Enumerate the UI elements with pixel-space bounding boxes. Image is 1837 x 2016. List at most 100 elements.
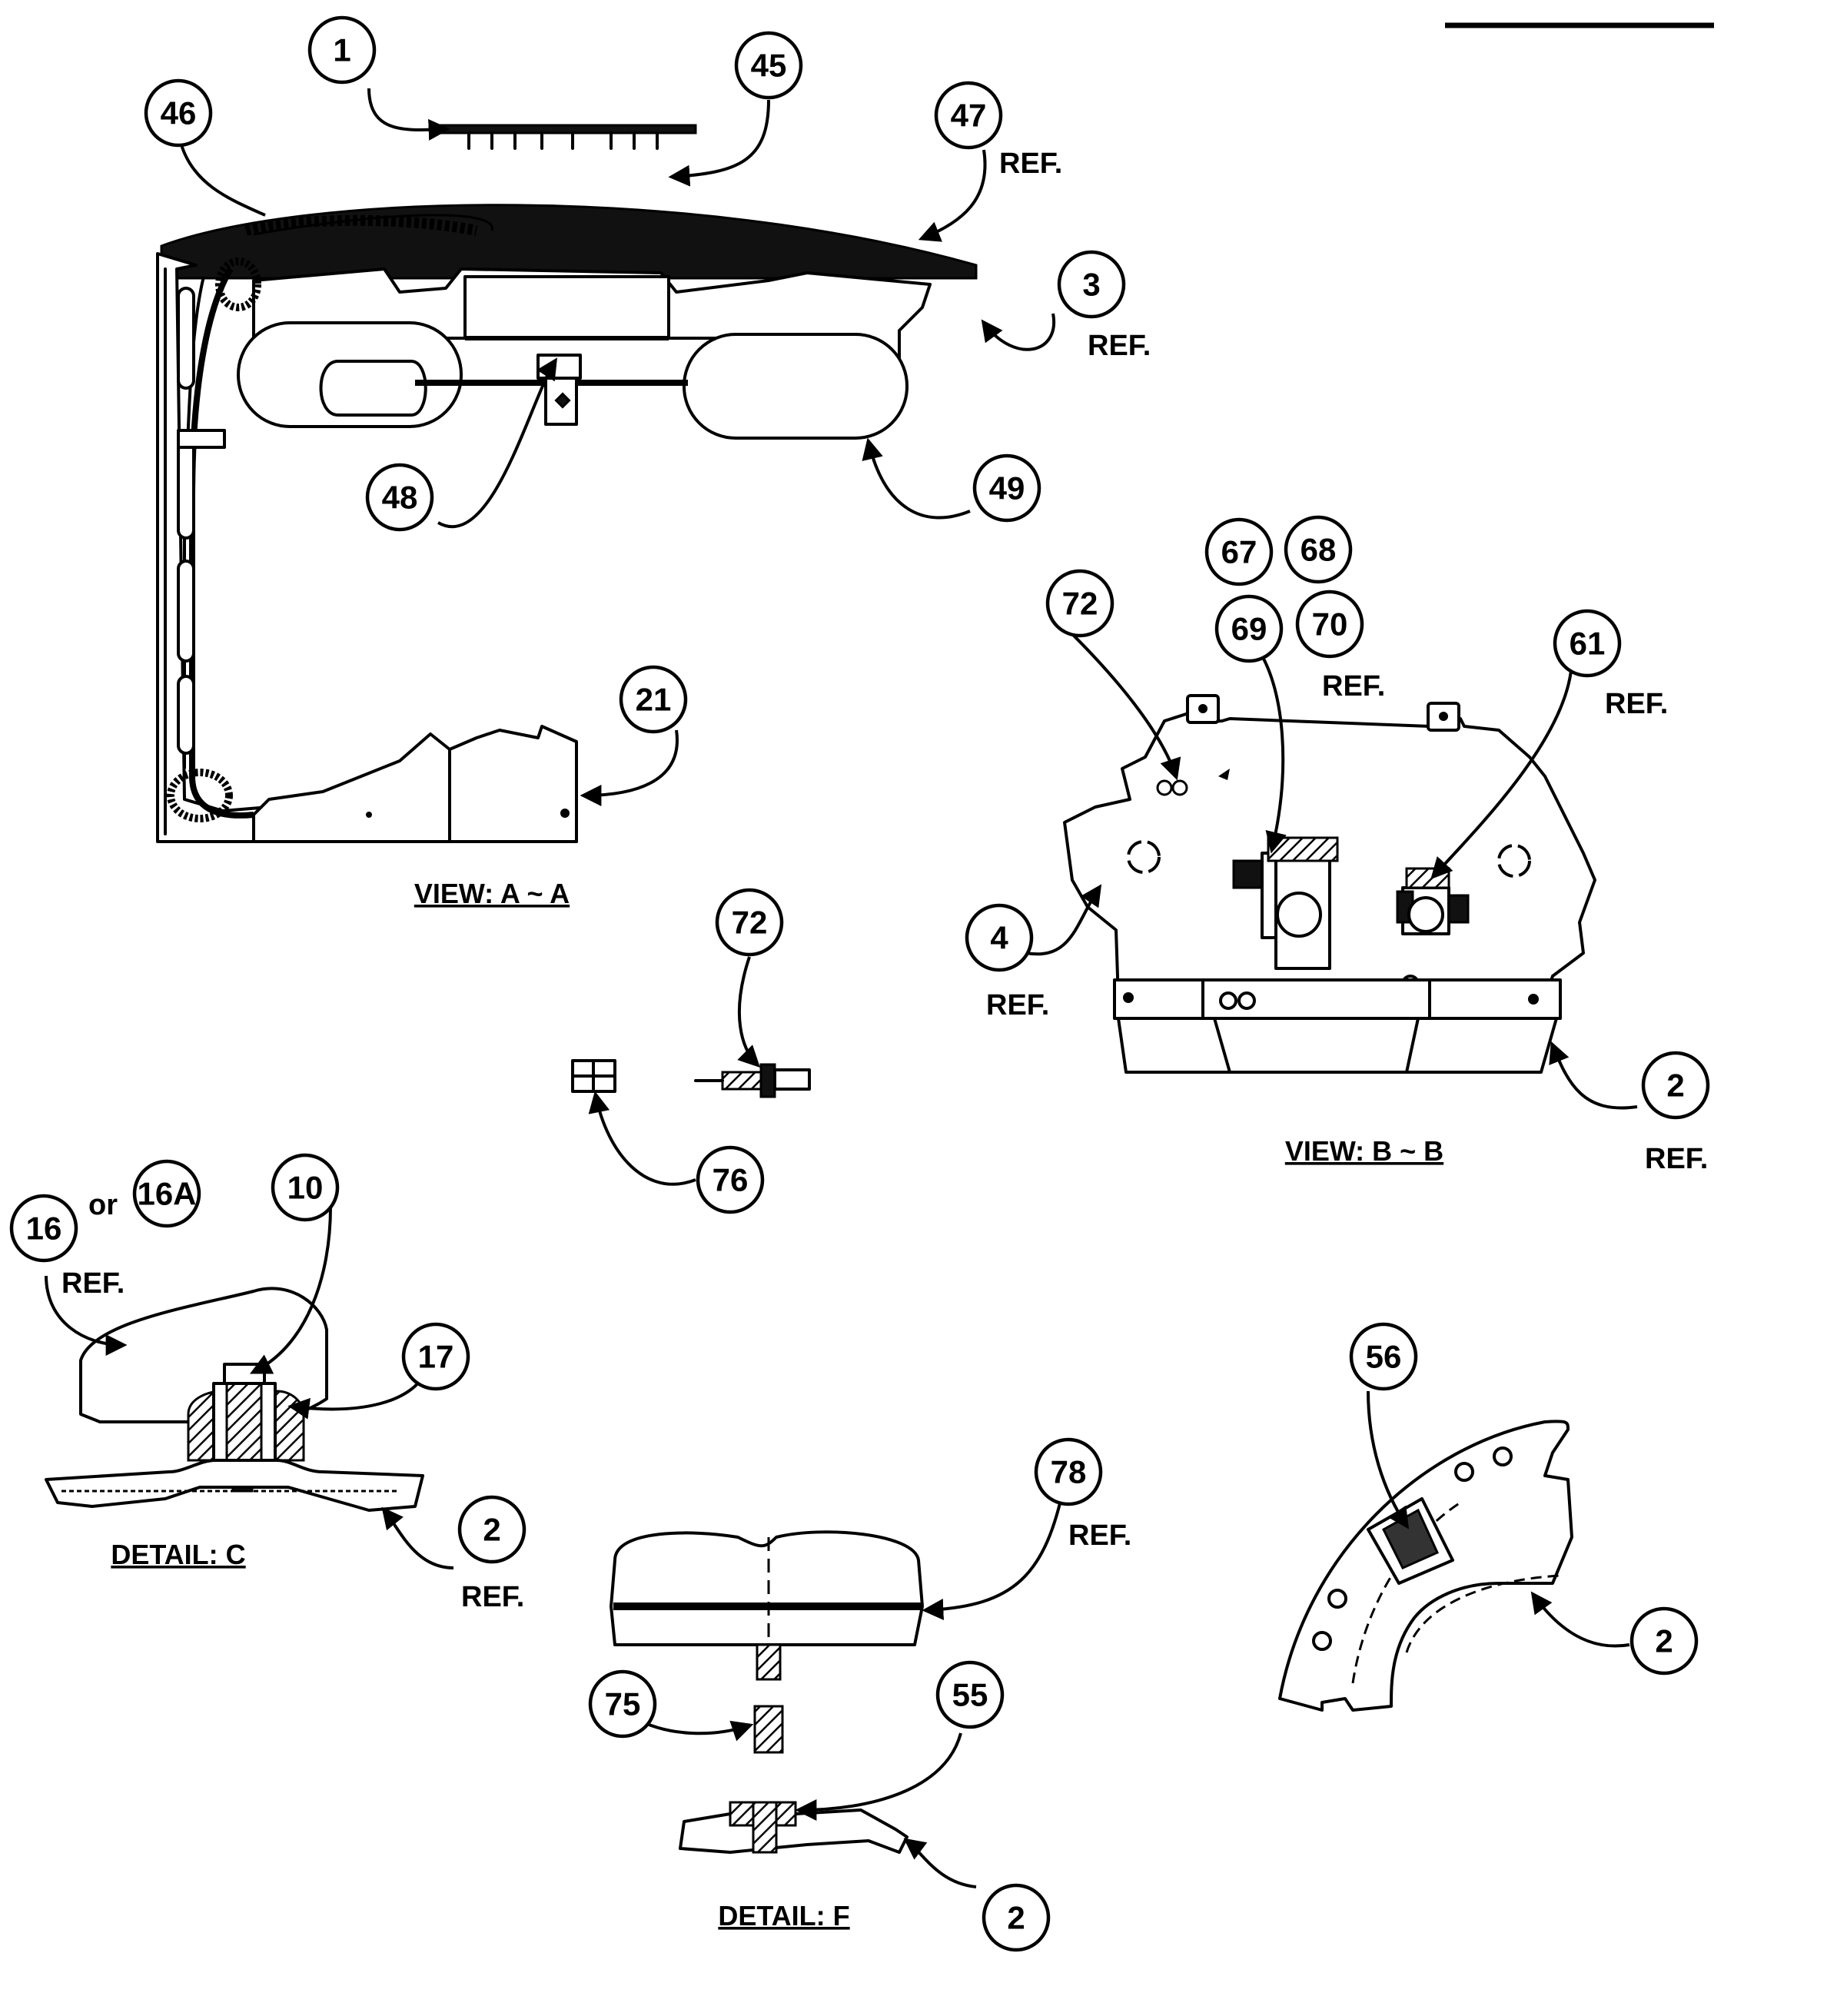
callout-1: 1	[307, 15, 377, 85]
compressor-base-f	[610, 1530, 924, 1646]
callout-10: 10	[271, 1153, 340, 1222]
leader-78	[922, 1483, 1066, 1621]
callout-55: 55	[935, 1660, 1005, 1729]
svg-text:3: 3	[1082, 267, 1100, 303]
svg-text:67: 67	[1221, 534, 1257, 570]
callout-2c: 2	[982, 1883, 1051, 1952]
ref-label-61: REF.	[1605, 688, 1668, 720]
svg-text:78: 78	[1051, 1454, 1087, 1490]
svg-text:45: 45	[751, 48, 787, 84]
callout-75: 75	[588, 1669, 657, 1739]
ref-label-4: REF.	[986, 989, 1049, 1021]
caption-view-aa: VIEW: A ~ A	[414, 878, 570, 909]
svg-text:47: 47	[951, 98, 987, 134]
callout-56: 56	[1349, 1322, 1418, 1391]
svg-text:69: 69	[1231, 611, 1267, 647]
svg-text:48: 48	[382, 480, 418, 516]
base-plate-c	[45, 1459, 424, 1512]
caption-detail-c: DETAIL: C	[111, 1539, 245, 1570]
leader-61	[1430, 662, 1573, 880]
leader-46	[179, 141, 266, 217]
detail-c-drawing	[45, 1287, 424, 1512]
callout-78: 78	[1034, 1437, 1103, 1506]
svg-text:61: 61	[1570, 626, 1606, 662]
ref-label-2a: REF.	[1645, 1143, 1708, 1175]
leader-69	[1259, 652, 1287, 854]
leader-72b	[737, 956, 760, 1068]
svg-text:46: 46	[161, 95, 197, 131]
leader-2b	[381, 1506, 454, 1569]
svg-text:2: 2	[1655, 1623, 1673, 1659]
leader-2c	[903, 1838, 977, 1888]
callout-72b: 72	[715, 888, 784, 957]
detail-f-drawing	[610, 1530, 924, 1854]
svg-text:68: 68	[1301, 532, 1337, 568]
leader-16	[45, 1275, 128, 1356]
callout-4: 4	[965, 903, 1034, 972]
callout-67: 67	[1204, 517, 1274, 586]
leader-21	[580, 729, 679, 806]
callout-16: 16	[9, 1194, 78, 1263]
callout-2b: 2	[457, 1495, 527, 1564]
svg-text:56: 56	[1366, 1339, 1402, 1375]
leader-2d	[1530, 1591, 1630, 1648]
ref-label-16: REF.	[61, 1267, 125, 1300]
leader-76	[588, 1091, 696, 1186]
ref-label-3: REF.	[1088, 330, 1151, 362]
caption-view-bb: VIEW: B ~ B	[1285, 1135, 1443, 1167]
callout-72a: 72	[1045, 569, 1114, 638]
svg-text:70: 70	[1312, 606, 1348, 643]
leader-48	[437, 357, 558, 529]
svg-text:2: 2	[1007, 1900, 1025, 1936]
callout-69: 69	[1214, 594, 1284, 663]
callout-2a: 2	[1641, 1051, 1710, 1120]
or-label: or	[88, 1189, 118, 1221]
svg-text:2: 2	[483, 1512, 500, 1548]
svg-text:17: 17	[418, 1339, 454, 1375]
base-pan-corner	[1278, 1420, 1573, 1712]
svg-text:21: 21	[636, 682, 672, 718]
svg-text:10: 10	[287, 1170, 324, 1206]
callout-21: 21	[619, 665, 688, 734]
svg-text:16: 16	[26, 1211, 62, 1247]
base-pan	[1117, 1017, 1558, 1074]
callout-47: 47	[934, 81, 1003, 150]
bottom-panel	[252, 725, 578, 843]
view-aa-drawing	[156, 124, 978, 843]
callout-2d: 2	[1629, 1606, 1699, 1676]
svg-text:55: 55	[952, 1677, 988, 1713]
svg-text:75: 75	[605, 1686, 641, 1722]
view-bb-drawing	[1063, 694, 1596, 1074]
callout-46: 46	[144, 78, 213, 148]
svg-text:72: 72	[1062, 586, 1098, 622]
grille-strip	[437, 124, 697, 150]
svg-text:1: 1	[333, 32, 350, 68]
svg-text:4: 4	[990, 920, 1008, 956]
base-rail	[1113, 978, 1562, 1020]
leader-45	[668, 99, 770, 187]
callout-61: 61	[1553, 609, 1622, 678]
leader-2a	[1549, 1041, 1638, 1110]
capacitor-right	[683, 333, 909, 440]
callout-76: 76	[696, 1145, 765, 1214]
callout-70: 70	[1295, 590, 1364, 659]
leader-47	[918, 149, 987, 242]
callout-17: 17	[401, 1322, 470, 1391]
leader-72a	[1071, 633, 1181, 781]
svg-text:72: 72	[732, 905, 768, 941]
condenser-coil-top	[160, 204, 978, 280]
ref-label-70: REF.	[1322, 670, 1385, 702]
leader-3	[981, 313, 1056, 351]
leader-56	[1367, 1390, 1410, 1529]
callout-48: 48	[365, 463, 434, 532]
callout-16a: 16A	[132, 1159, 201, 1228]
svg-text:49: 49	[989, 470, 1025, 506]
svg-text:76: 76	[713, 1162, 749, 1198]
callout-68: 68	[1284, 515, 1353, 584]
callout-45: 45	[734, 31, 803, 100]
fitting-parts	[571, 1059, 811, 1098]
svg-text:16A: 16A	[137, 1176, 196, 1212]
callout-3: 3	[1057, 250, 1126, 319]
leader-55	[795, 1732, 962, 1821]
